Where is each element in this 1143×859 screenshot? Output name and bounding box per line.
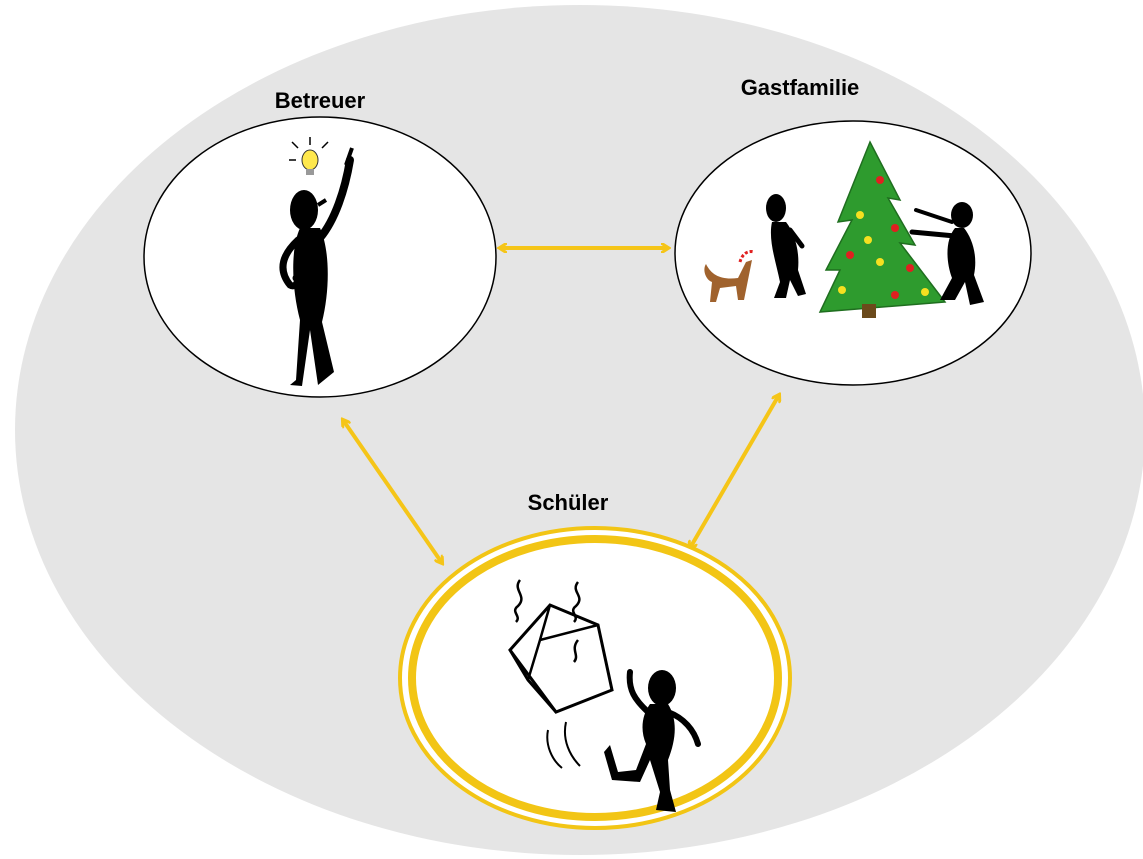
thinking-person-lightbulb-icon <box>279 137 354 386</box>
arrow-gastfamilie-schueler <box>690 395 779 548</box>
node-gastfamilie: Gastfamilie <box>674 75 1032 386</box>
family-christmas-tree-dog-icon <box>704 140 984 318</box>
node-betreuer: Betreuer <box>143 88 497 398</box>
arrow-betreuer-schueler <box>343 420 442 563</box>
node-gastfamilie-label: Gastfamilie <box>741 75 860 100</box>
node-schueler: Schüler <box>398 490 792 830</box>
node-schueler-label: Schüler <box>528 490 609 515</box>
person-kicking-box-icon <box>508 579 701 812</box>
node-betreuer-label: Betreuer <box>275 88 366 113</box>
